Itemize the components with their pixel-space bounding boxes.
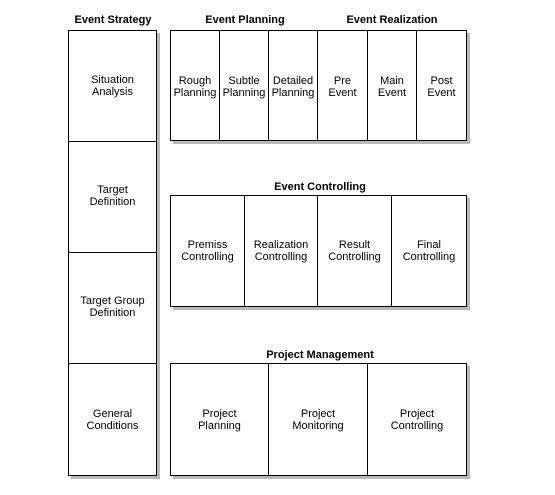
target-group-definition-cell: Target Group Definition <box>80 295 145 319</box>
pre-event-cell: Pre Event <box>328 75 357 99</box>
post-event-cell: Post Event <box>427 75 456 99</box>
event-realization-header: Event Realization <box>346 14 438 26</box>
project-management-box: Project Planning Project Monitoring Proj… <box>170 363 467 476</box>
planning-realization-box: Rough Planning Subtle Planning Detailed … <box>170 30 467 141</box>
rough-planning-cell: Rough Planning <box>173 75 217 99</box>
final-controlling-cell: Final Controlling <box>402 239 456 263</box>
event-controlling-box: Premiss Controlling Realization Controll… <box>170 195 467 307</box>
event-strategy-box: Situation Analysis Target Definition Tar… <box>68 30 157 476</box>
detailed-planning-cell: Detailed Planning <box>271 75 315 99</box>
project-controlling-cell: Project Controlling <box>390 407 444 432</box>
subtle-planning-cell: Subtle Planning <box>222 75 266 99</box>
premiss-controlling-cell: Premiss Controlling <box>181 239 234 263</box>
event-strategy-header: Event Strategy <box>74 14 152 26</box>
project-monitoring-cell: Project Monitoring <box>292 407 344 432</box>
situation-analysis-cell: Situation Analysis <box>91 74 134 98</box>
result-controlling-cell: Result Controlling <box>328 239 381 263</box>
event-planning-header: Event Planning <box>205 14 285 26</box>
realization-controlling-cell: Realization Controlling <box>253 239 309 263</box>
event-controlling-header: Event Controlling <box>274 181 366 193</box>
project-management-header: Project Management <box>266 349 374 361</box>
main-event-cell: Main Event <box>377 75 407 99</box>
project-planning-cell: Project Planning <box>198 407 241 432</box>
target-definition-cell: Target Definition <box>89 184 136 208</box>
general-conditions-cell: General Conditions <box>86 407 139 432</box>
